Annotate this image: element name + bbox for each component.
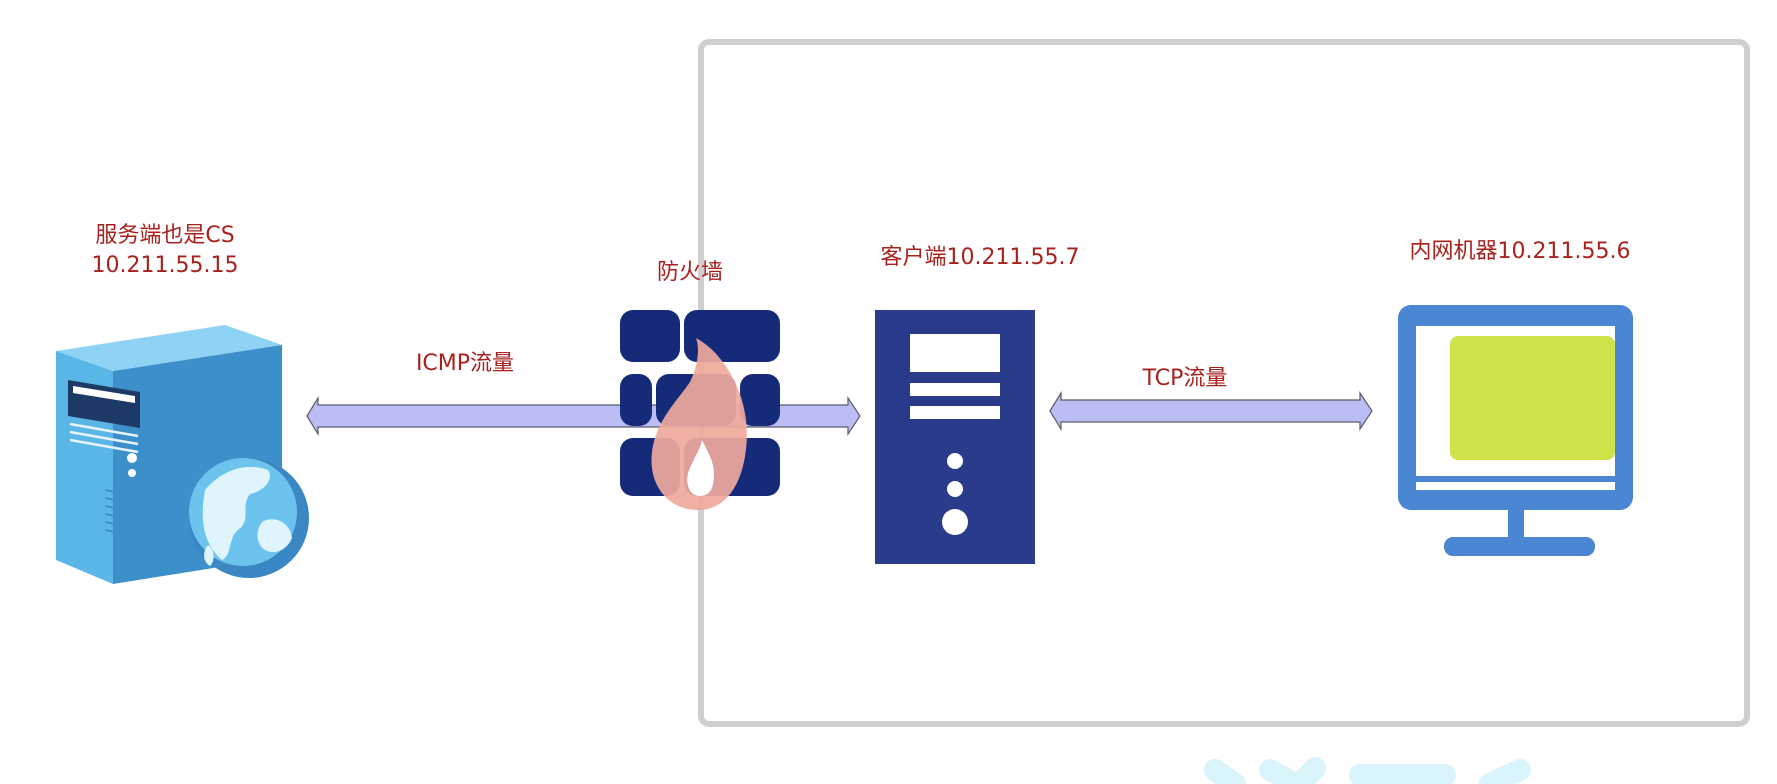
client-label: 客户端10.211.55.7 <box>880 245 1080 270</box>
tcp-traffic-label: TCP流量 <box>1142 366 1228 391</box>
firewall-icon <box>620 310 780 510</box>
flame-icon <box>651 338 747 510</box>
firewall-label: 防火墙 <box>656 260 723 285</box>
server-label: 服务端也是CS 10.211.55.15 <box>60 221 270 281</box>
client-tower-icon <box>875 310 1035 564</box>
icmp-traffic-label: ICMP流量 <box>415 351 515 376</box>
server-ip: 10.211.55.15 <box>91 253 239 278</box>
server-name: 服务端也是CS <box>95 223 235 248</box>
tcp-arrow <box>1049 390 1373 432</box>
server-icon <box>56 325 282 584</box>
intranet-machine-label: 内网机器10.211.55.6 <box>1409 239 1631 264</box>
monitor-icon <box>1398 305 1633 556</box>
watermark <box>1204 757 1531 784</box>
globe-icon <box>189 458 309 578</box>
